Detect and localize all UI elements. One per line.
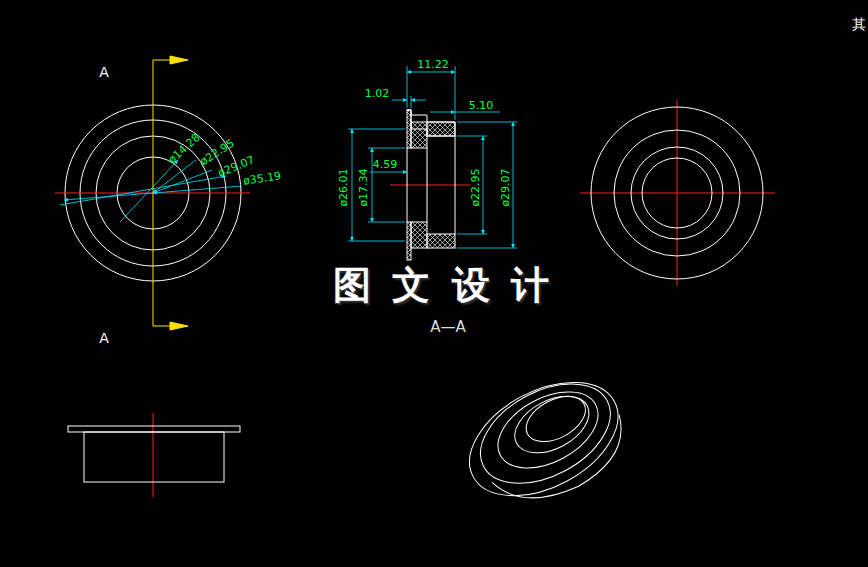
dimension-text: ø29.07 (499, 168, 510, 206)
section-arrows (153, 56, 188, 330)
dimension-text: ø22.95 (469, 168, 480, 206)
isometric-view (451, 359, 642, 528)
dimension-text: ø14.28 (166, 131, 202, 165)
section-view (407, 110, 455, 260)
dimension-text: 1.02 (365, 88, 390, 99)
side-view-right (591, 107, 763, 279)
dimension-text: ø35.19 (242, 170, 281, 186)
section-letter: A (99, 65, 109, 79)
front-leaders (60, 160, 242, 222)
section-dimensions (348, 66, 517, 248)
watermark: 图 文 设 计 (333, 266, 553, 304)
dimension-text: 4.59 (373, 159, 398, 170)
center-lines (55, 100, 775, 497)
dimension-text: 5.10 (469, 100, 494, 111)
sheet-note: 其 (852, 17, 866, 31)
elevation-view (68, 426, 240, 482)
dimension-text: ø26.01 (337, 168, 348, 206)
dimension-text: 11.22 (417, 59, 449, 70)
dimension-text: ø17.34 (357, 168, 368, 206)
section-letter: A (99, 331, 109, 345)
section-title: A—A (430, 320, 466, 335)
